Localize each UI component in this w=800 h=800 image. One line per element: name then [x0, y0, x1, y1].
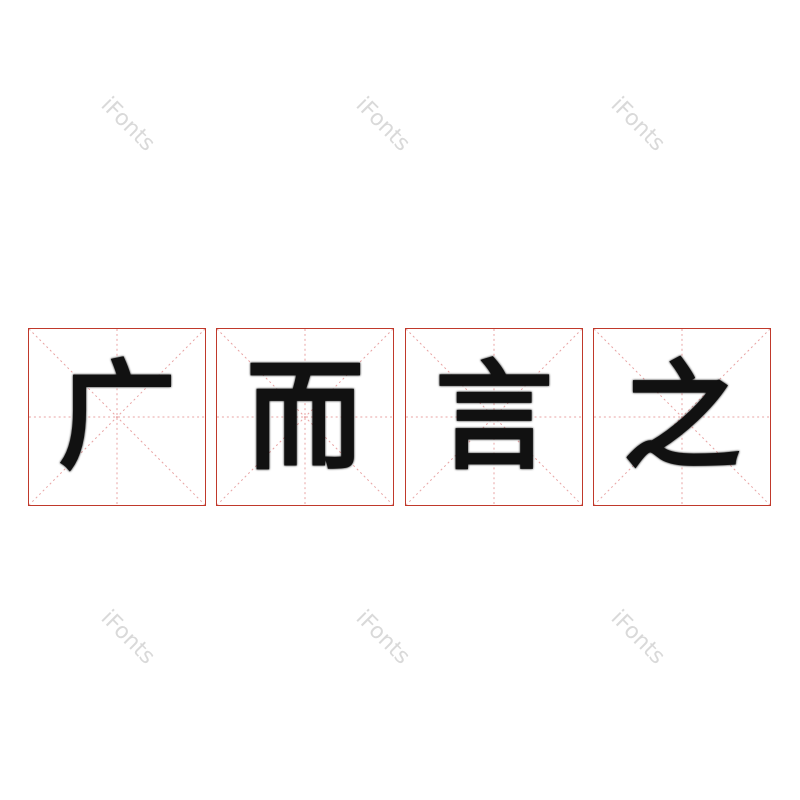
watermark: iFonts	[605, 92, 670, 157]
character-cell: 之	[593, 328, 771, 506]
watermark: iFonts	[95, 605, 160, 670]
character-cell: 而	[216, 328, 394, 506]
chinese-character: 广	[57, 348, 176, 486]
chinese-character: 而	[245, 348, 364, 486]
character-cell: 广	[28, 328, 206, 506]
character-grid-row: 广 而 言	[28, 328, 772, 508]
grid-guide-lines	[594, 329, 770, 505]
watermark: iFonts	[95, 92, 160, 157]
grid-guide-lines	[406, 329, 582, 505]
chinese-character: 言	[434, 348, 553, 486]
watermark: iFonts	[350, 605, 415, 670]
grid-guide-lines	[29, 329, 205, 505]
chinese-character: 之	[622, 348, 741, 486]
character-cell: 言	[405, 328, 583, 506]
watermark: iFonts	[605, 605, 670, 670]
watermark: iFonts	[350, 92, 415, 157]
grid-guide-lines	[217, 329, 393, 505]
